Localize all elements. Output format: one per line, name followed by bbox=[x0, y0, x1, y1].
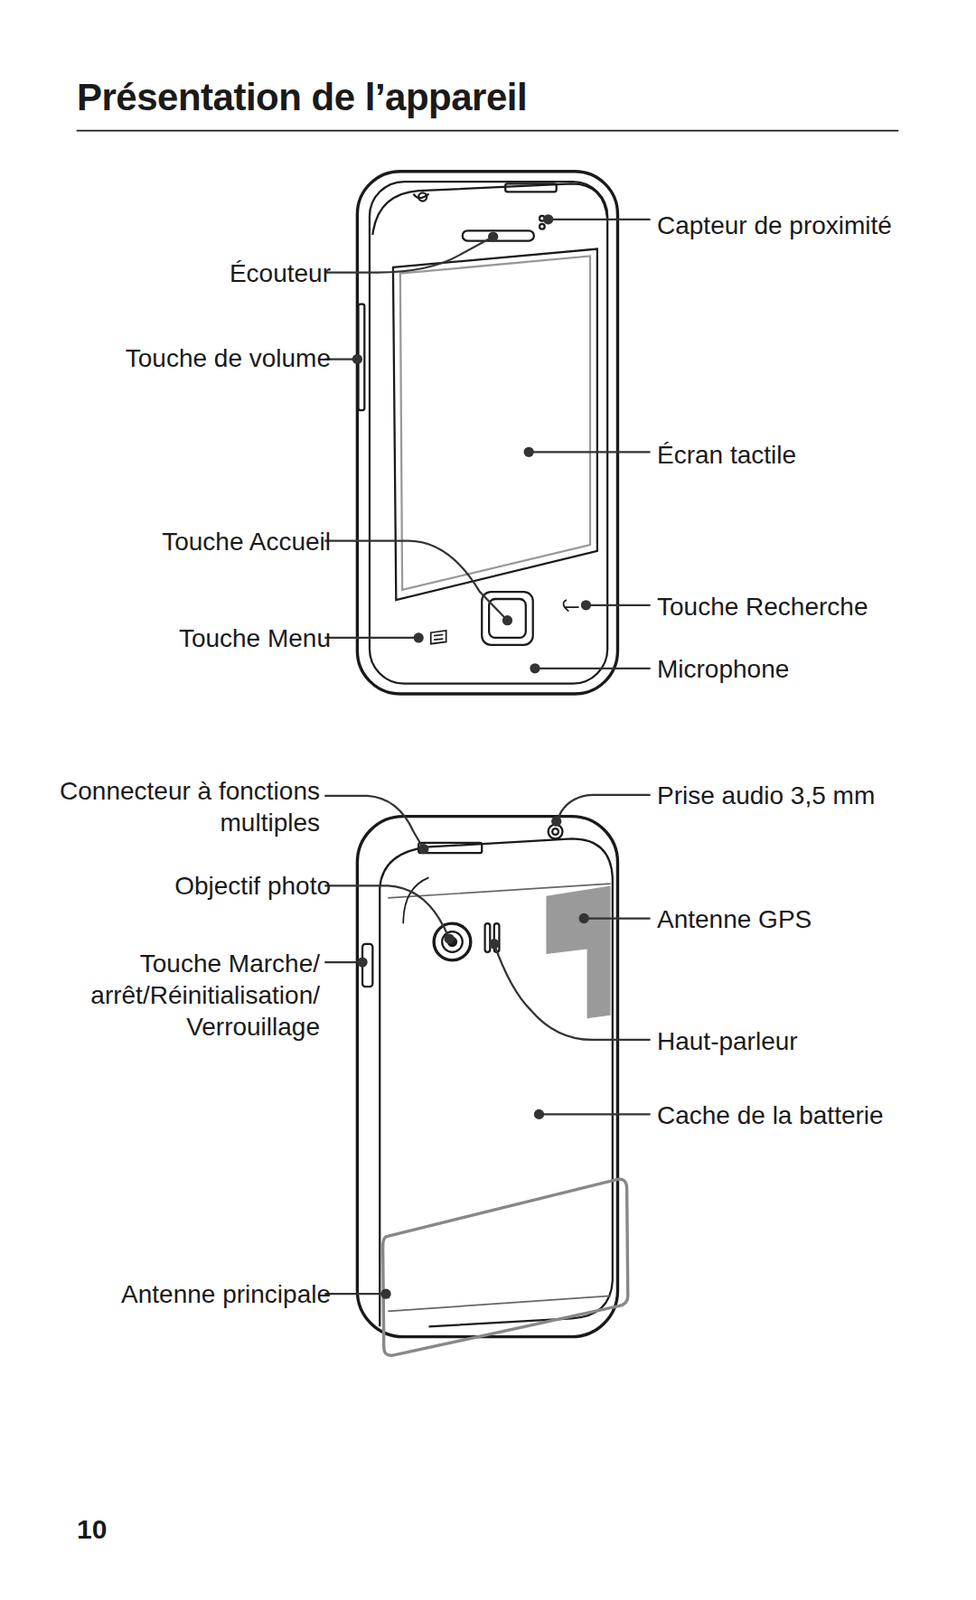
part-label: Haut-parleur bbox=[656, 1025, 798, 1058]
part-label: Touche Marche/ arrêt/Réinitialisation/ V… bbox=[21, 947, 320, 1043]
part-label: Touche Menu bbox=[5, 622, 331, 655]
part-label: Connecteur à fonctions multiples bbox=[57, 775, 320, 839]
part-label: Cache de la batterie bbox=[656, 1099, 884, 1132]
part-label: Microphone bbox=[656, 653, 789, 686]
part-label: Écran tactile bbox=[656, 439, 797, 471]
part-label: Touche de volume bbox=[5, 342, 331, 375]
part-label: Capteur de proximité bbox=[656, 209, 892, 242]
part-label: Touche Accueil bbox=[5, 525, 331, 558]
part-label: Écouteur bbox=[5, 257, 331, 290]
part-label: Antenne GPS bbox=[656, 903, 812, 936]
part-label: Touche Recherche bbox=[656, 591, 868, 623]
part-label: Antenne principale bbox=[5, 1278, 331, 1311]
page-title: Présentation de l’appareil bbox=[76, 75, 527, 120]
part-label: Objectif photo bbox=[5, 870, 331, 902]
page-number: 10 bbox=[76, 1513, 107, 1546]
part-label: Prise audio 3,5 mm bbox=[656, 779, 875, 812]
